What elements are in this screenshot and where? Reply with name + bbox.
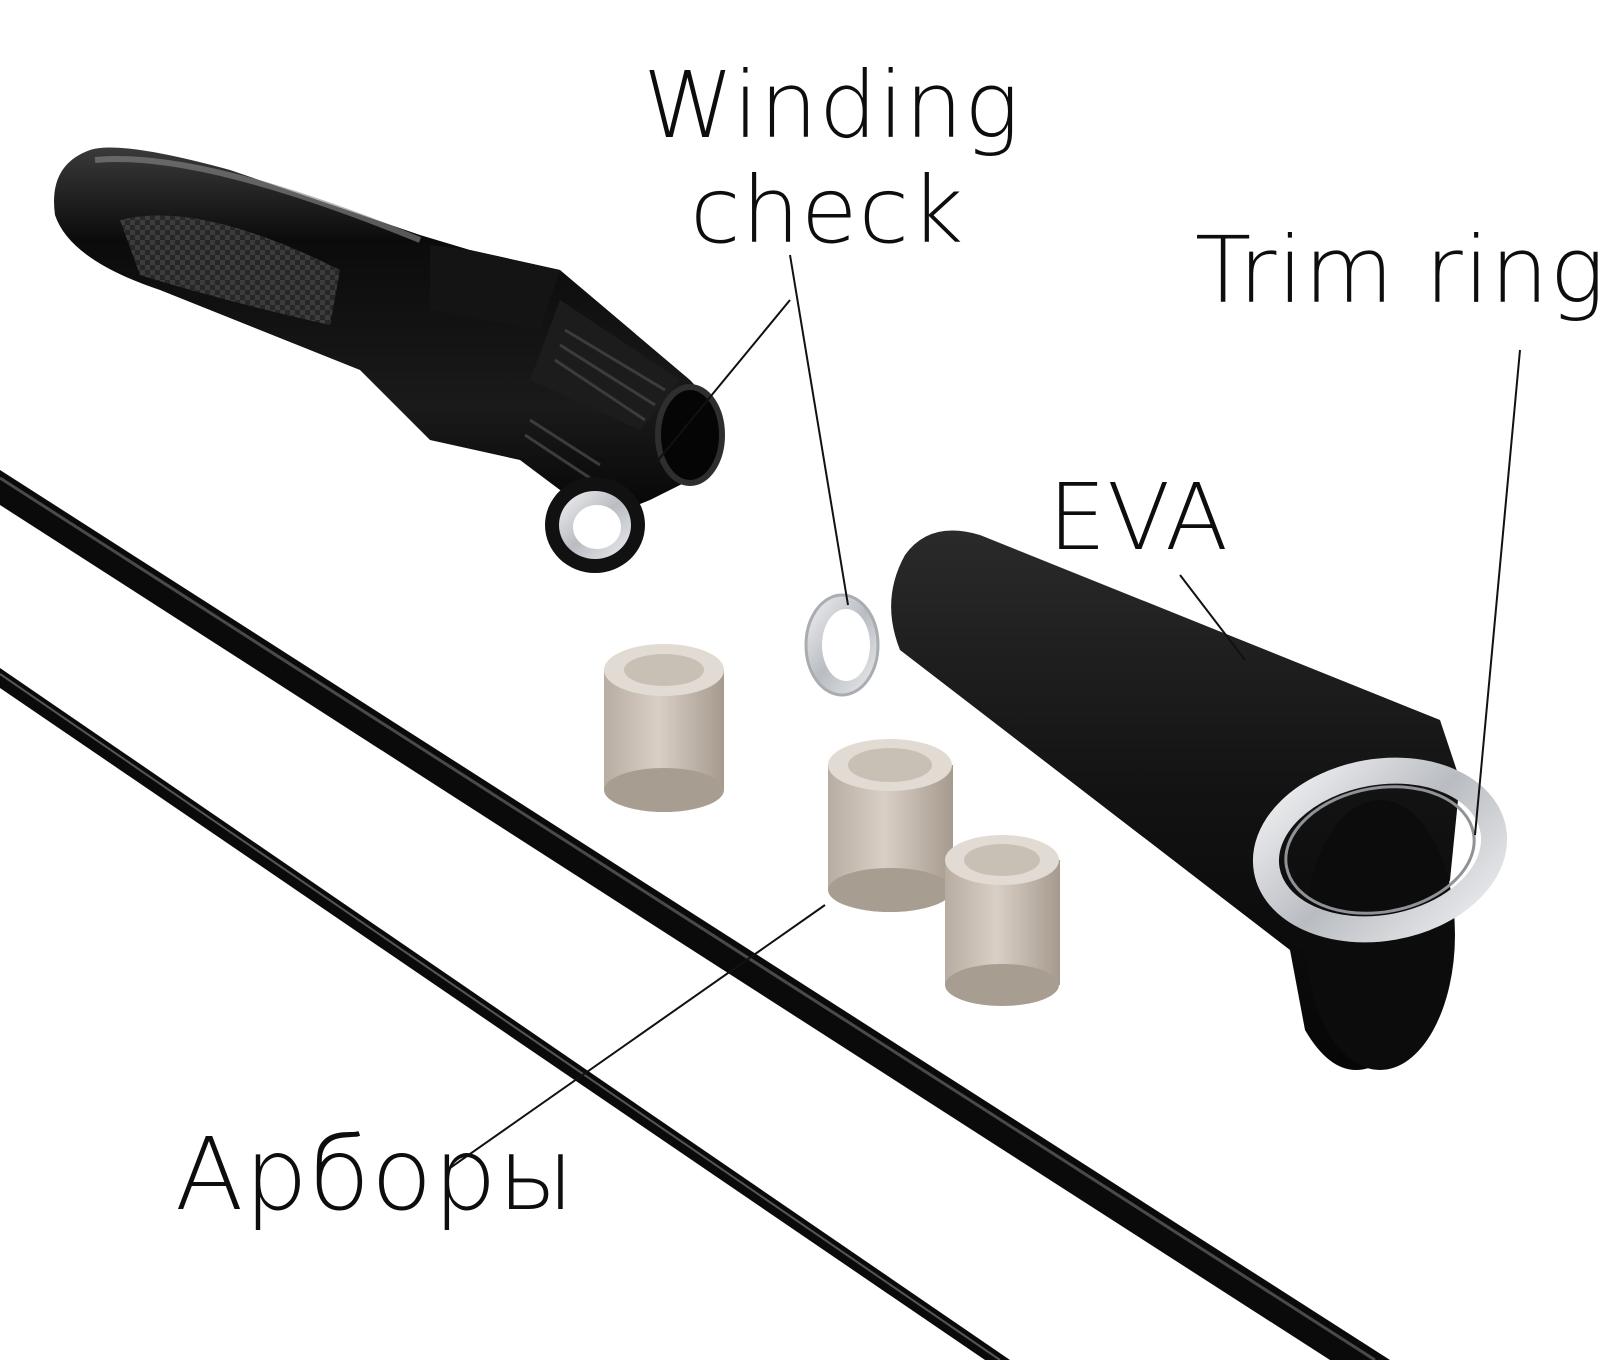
arbor-2 <box>828 739 953 912</box>
eva-label: EVA <box>1048 464 1230 571</box>
leader-winding-check-to-ring-small <box>649 299 791 471</box>
leader-winding-check-to-ring <box>789 254 849 606</box>
leader-lines <box>449 254 1521 1169</box>
arbor-1 <box>604 644 724 812</box>
winding-check-label-line1: Winding <box>643 52 1021 159</box>
trim-ring <box>1252 757 1508 943</box>
rod-blank-thin <box>0 668 1010 1360</box>
arbor-3 <box>945 835 1060 1006</box>
winding-check-ring <box>804 593 880 697</box>
leader-trim-ring <box>1474 349 1521 836</box>
leader-arbors <box>449 904 826 1169</box>
winding-check-ring-small <box>545 477 645 573</box>
trim-ring-label: Trim ring <box>1195 217 1600 324</box>
rod-blank-thick <box>0 470 1390 1360</box>
reel-seat <box>54 147 725 520</box>
arbors-label: Арборы <box>175 1116 576 1233</box>
leader-eva <box>1179 574 1246 661</box>
winding-check-label-line2: check <box>690 157 965 264</box>
